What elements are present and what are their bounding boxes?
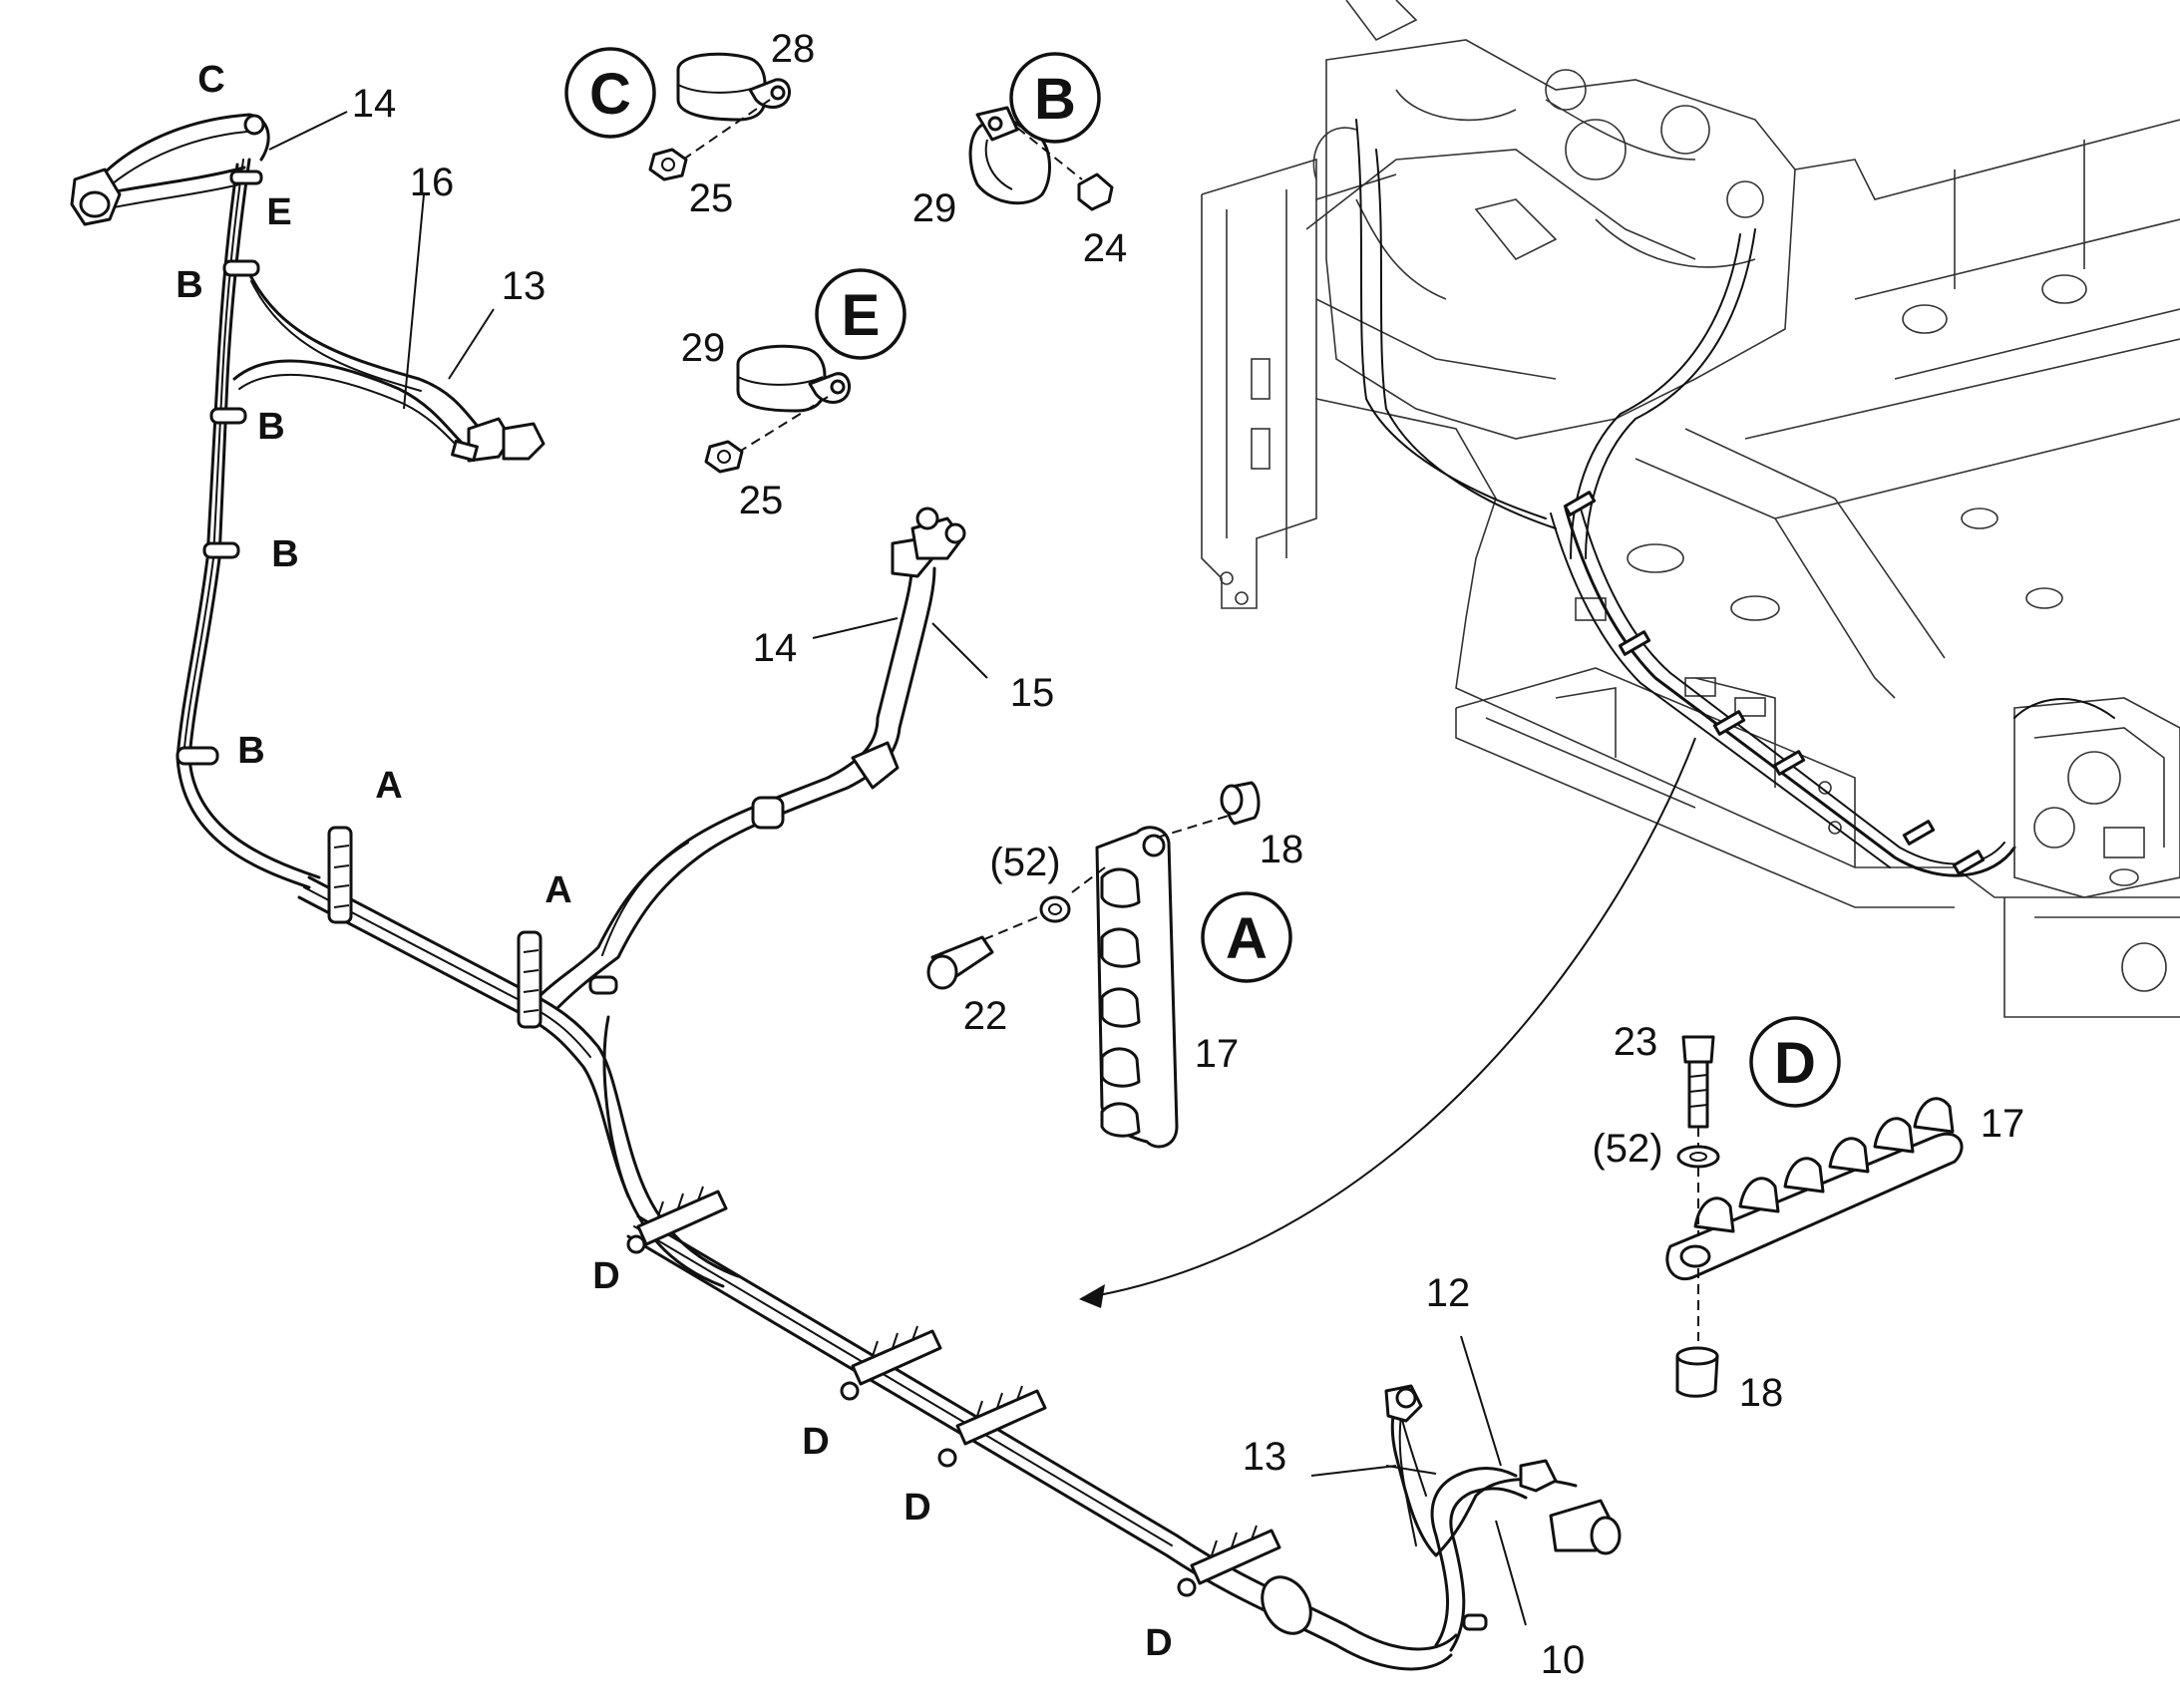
part-number-18-a: 18 — [1260, 828, 1304, 871]
arrow-head-icon — [1079, 1284, 1105, 1308]
part-number-25-e: 25 — [739, 479, 784, 522]
clamp-a-1 — [327, 826, 353, 924]
callout-a-1: A — [375, 765, 402, 807]
clamp-d-2 — [840, 1325, 942, 1401]
detail-e-label: E — [842, 283, 881, 348]
callout-e: E — [266, 191, 291, 233]
part-number-10: 10 — [1541, 1638, 1586, 1682]
leader-lines — [268, 111, 1527, 1626]
clamp-d-4 — [1177, 1525, 1281, 1597]
callout-b-1: B — [176, 264, 202, 306]
clamp-d-1 — [626, 1186, 728, 1254]
callout-d-4: D — [1145, 1622, 1172, 1664]
part-number-29-b: 29 — [912, 186, 957, 230]
part-number-29-e: 29 — [681, 326, 726, 370]
detail-a-label: A — [1226, 906, 1268, 971]
part-number-17-d: 17 — [1981, 1102, 2025, 1146]
detail-d-badge: D — [1749, 1016, 1841, 1108]
callout-d-2: D — [802, 1421, 829, 1463]
detail-a-clamp-block — [926, 781, 1261, 1149]
part-number-12: 12 — [1426, 1271, 1471, 1315]
detail-d-label: D — [1774, 1031, 1816, 1096]
detail-b-badge: B — [1009, 52, 1101, 144]
part-number-22: 22 — [963, 994, 1008, 1038]
clamp-d-3 — [937, 1385, 1047, 1468]
callout-a-2: A — [545, 869, 571, 911]
detail-d-clamp-block — [1665, 1035, 1964, 1398]
part-number-14-mid: 14 — [753, 626, 798, 670]
part-number-52-d: (52) — [1592, 1127, 1662, 1171]
part-number-17-a: 17 — [1195, 1032, 1240, 1076]
callout-d-3: D — [904, 1487, 930, 1529]
clamp-a-2 — [517, 930, 543, 1029]
detail-b-label: B — [1034, 67, 1076, 132]
part-number-52-a: (52) — [989, 841, 1060, 884]
detail-e-badge: E — [815, 268, 907, 360]
part-number-15: 15 — [1010, 671, 1055, 715]
part-number-23: 23 — [1614, 1020, 1658, 1064]
detail-c-label: C — [589, 62, 631, 127]
machine-frame-illustration — [1201, 0, 2180, 1018]
part-number-14-top: 14 — [352, 82, 397, 126]
part-number-25-c: 25 — [689, 176, 734, 220]
detail-c-clamp — [648, 52, 792, 181]
part-number-13-top: 13 — [502, 264, 546, 308]
detail-arrow — [1081, 737, 1696, 1299]
part-number-18-d: 18 — [1739, 1371, 1784, 1415]
part-number-28: 28 — [771, 27, 816, 71]
part-number-24: 24 — [1083, 226, 1128, 270]
detail-b-clamp — [968, 106, 1114, 211]
detail-e-clamp — [704, 344, 852, 474]
main-hose-assembly — [70, 113, 1622, 1671]
callout-c: C — [197, 59, 224, 101]
callout-b-3: B — [271, 533, 298, 575]
callout-d-1: D — [592, 1255, 619, 1297]
callout-b-4: B — [237, 730, 264, 772]
detail-a-badge: A — [1201, 891, 1292, 983]
part-number-13-bottom: 13 — [1243, 1435, 1287, 1479]
detail-c-badge: C — [564, 47, 656, 139]
part-number-16: 16 — [410, 161, 455, 204]
callout-b-2: B — [257, 406, 284, 448]
